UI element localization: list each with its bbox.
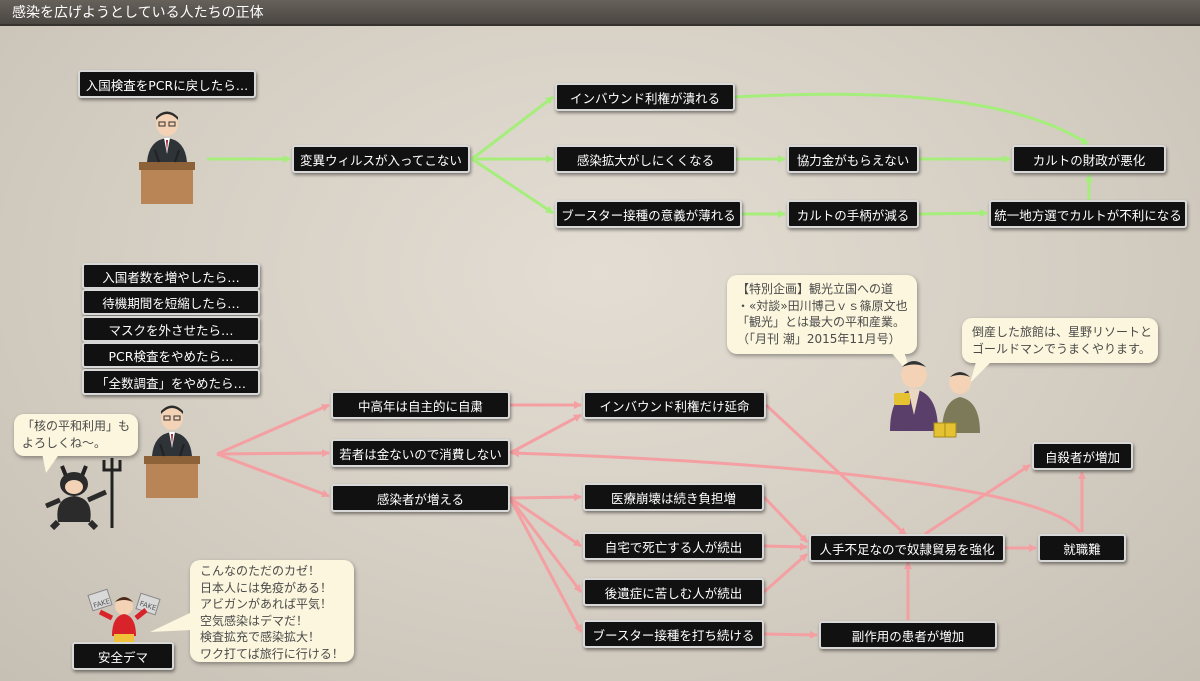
question-stop-pcr[interactable]: PCR検査をやめたら…	[82, 342, 260, 368]
question-increase-entrants[interactable]: 入国者数を増やしたら…	[82, 263, 260, 289]
question-remove-masks[interactable]: マスクを外させたら…	[82, 316, 260, 342]
bubble-tail	[970, 355, 998, 383]
arrow-inbound-cult	[734, 92, 1089, 146]
arrow-labor-suicide	[924, 463, 1031, 536]
node-middle-aged[interactable]: 中高年は自主的に自粛	[331, 391, 510, 419]
node-cult-credit[interactable]: カルトの手柄が減る	[787, 200, 919, 228]
bubble-line: 検査拡充で感染拡大！	[200, 630, 321, 644]
node-safety-demagogy[interactable]: 安全デマ	[72, 642, 174, 670]
pink-arrows	[216, 401, 1086, 639]
question-pcr[interactable]: 入国検査をPCRに戻したら…	[78, 70, 256, 98]
arrow-speaker-infected	[216, 452, 330, 498]
bubble-nuclear: 「核の平和利用」も よろしくね～。	[14, 414, 138, 456]
node-infected-increase[interactable]: 感染者が増える	[331, 484, 510, 512]
arrow-booster-side	[763, 630, 818, 639]
arrow-speaker-middle	[216, 403, 330, 456]
fake-news-illustration: FAKE FAKE	[87, 588, 161, 642]
bubble-line: ワク打てば旅行に行ける！	[200, 646, 344, 661]
bubble-line: 日本人には免疫がある！	[200, 580, 333, 595]
speaker-at-podium-illustration	[139, 111, 195, 204]
bubble-line: アビガンがあれば平気！	[200, 597, 333, 611]
bubble-line: （「月刊 潮」2015年11月号）	[737, 331, 901, 346]
bubble-tail	[42, 453, 60, 473]
node-youth-no-spending[interactable]: 若者は金ないので消費しない	[331, 439, 510, 467]
node-medical-collapse[interactable]: 医療崩壊は続き負担増	[583, 483, 764, 511]
arrow-variant-inbound	[471, 95, 554, 161]
bubble-line: 【特別企画】観光立国への道	[737, 282, 894, 296]
node-suicide-increase[interactable]: 自殺者が増加	[1032, 442, 1133, 470]
bubble-special-feature: 【特別企画】観光立国への道 ・«対談»田川博己ｖｓ篠原文也 「観光」とは最大の平…	[727, 275, 917, 354]
speaker-at-podium-illustration	[144, 405, 200, 498]
node-after-effects[interactable]: 後遺症に苦しむ人が続出	[583, 578, 764, 606]
node-job-hunting[interactable]: 就職難	[1038, 534, 1126, 562]
question-stop-survey[interactable]: 「全数調査」をやめたら…	[82, 369, 260, 395]
bubble-line: ・«対談»田川博己ｖｓ篠原文也	[737, 298, 908, 313]
node-inbound-extended[interactable]: インバウンド利権だけ延命	[583, 391, 766, 419]
node-no-subsidy[interactable]: 協力金がもらえない	[787, 145, 919, 173]
node-home-deaths[interactable]: 自宅で死亡する人が続出	[583, 532, 764, 560]
node-booster-continue[interactable]: ブースター接種を打ち続ける	[583, 620, 764, 648]
bubble-line: 倒産した旅館は、星野リソートと	[972, 325, 1153, 339]
node-side-effects[interactable]: 副作用の患者が増加	[819, 621, 997, 649]
question-shorten-waiting[interactable]: 待機期間を短縮したら…	[82, 289, 260, 315]
node-variant-blocked[interactable]: 変異ウィルスが入ってこない	[292, 145, 470, 173]
bubble-line: 「観光」とは最大の平和産業。	[737, 315, 906, 329]
arrow-extend-labor	[764, 403, 908, 537]
arrow-job-youth	[511, 449, 1082, 533]
arrow-infected-booster	[508, 497, 583, 633]
bubble-demagogy: こんなのただのカゼ！ 日本人には免疫がある！ アビガンがあれば平気！ 空気感染は…	[190, 560, 354, 662]
node-spread-harder[interactable]: 感染拡大がしにくくなる	[555, 145, 736, 173]
bubble-tail	[150, 612, 192, 632]
bubble-line: ゴールドマンでうまくやります。	[972, 341, 1151, 356]
arrow-infected-medical	[509, 493, 582, 502]
node-unification-election[interactable]: 統一地方選でカルトが不利になる	[989, 200, 1187, 228]
arrow-after-labor	[763, 552, 808, 594]
devil-illustration	[45, 458, 122, 530]
arrow-medical-labor	[762, 495, 809, 544]
bubble-line: 空気感染はデマだ！	[200, 613, 309, 628]
arrow-infected-home	[509, 496, 582, 548]
arrow-variant-booster	[471, 157, 554, 215]
node-inbound-crushed[interactable]: インバウンド利権が潰れる	[555, 83, 735, 111]
bubble-line: よろしくね～。	[22, 435, 107, 450]
businessmen-illustration	[890, 361, 980, 438]
node-labor-shortage[interactable]: 人手不足なので奴隷貿易を強化	[809, 534, 1005, 562]
page-title: 感染を広げようとしている人たちの正体	[0, 0, 1200, 26]
arrow-speaker-youth	[216, 449, 330, 458]
arrow-infected-after	[508, 497, 583, 593]
arrow-home-labor	[763, 542, 808, 551]
node-booster-meaningless[interactable]: ブースター接種の意義が薄れる	[555, 200, 742, 228]
bubble-line: 「核の平和利用」も	[22, 419, 131, 433]
green-arrows	[207, 92, 1093, 218]
bubble-line: こんなのただのカゼ！	[200, 564, 321, 578]
arrow-youth-extend	[509, 413, 582, 455]
arrow-less-unification	[918, 209, 988, 218]
node-cult-finance[interactable]: カルトの財政が悪化	[1012, 145, 1166, 173]
